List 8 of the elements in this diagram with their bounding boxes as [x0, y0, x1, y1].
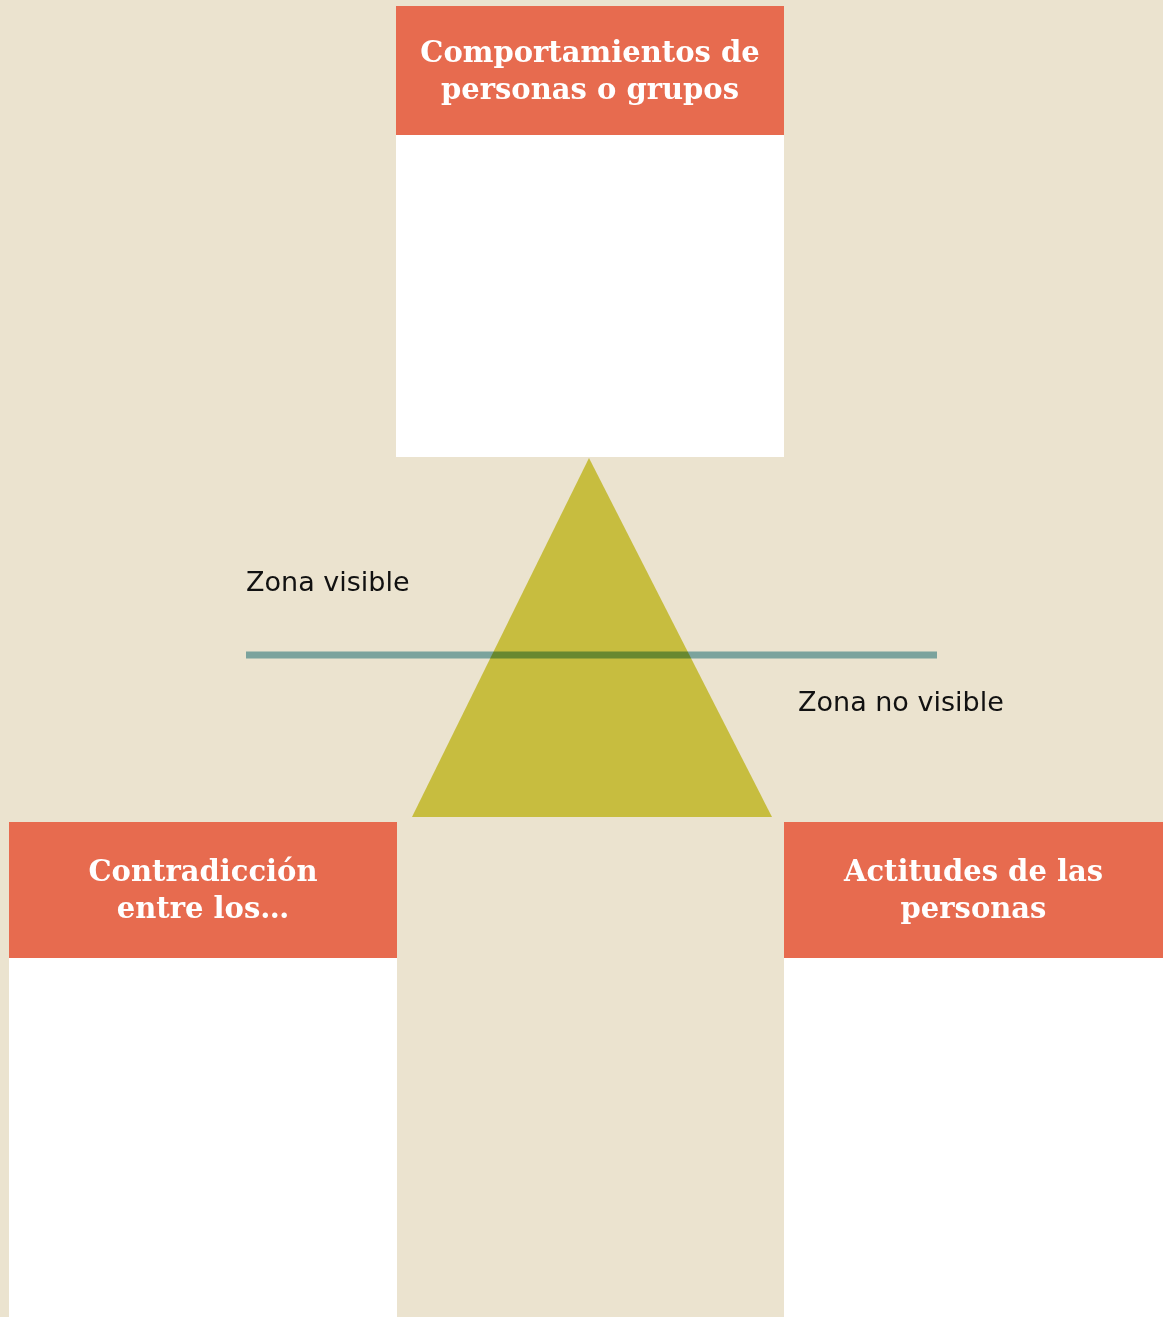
zone-label: Zona no visible [798, 686, 1004, 717]
card-heading: Contradicción entre los… [9, 822, 397, 958]
worksheet-card [9, 822, 397, 1317]
zone-label: Zona visible [246, 566, 410, 597]
worksheet-card [396, 6, 784, 457]
card-heading: Comportamientos de personas o grupos [396, 6, 784, 135]
worksheet-card [784, 822, 1163, 1317]
card-heading: Actitudes de las personas [784, 822, 1163, 958]
